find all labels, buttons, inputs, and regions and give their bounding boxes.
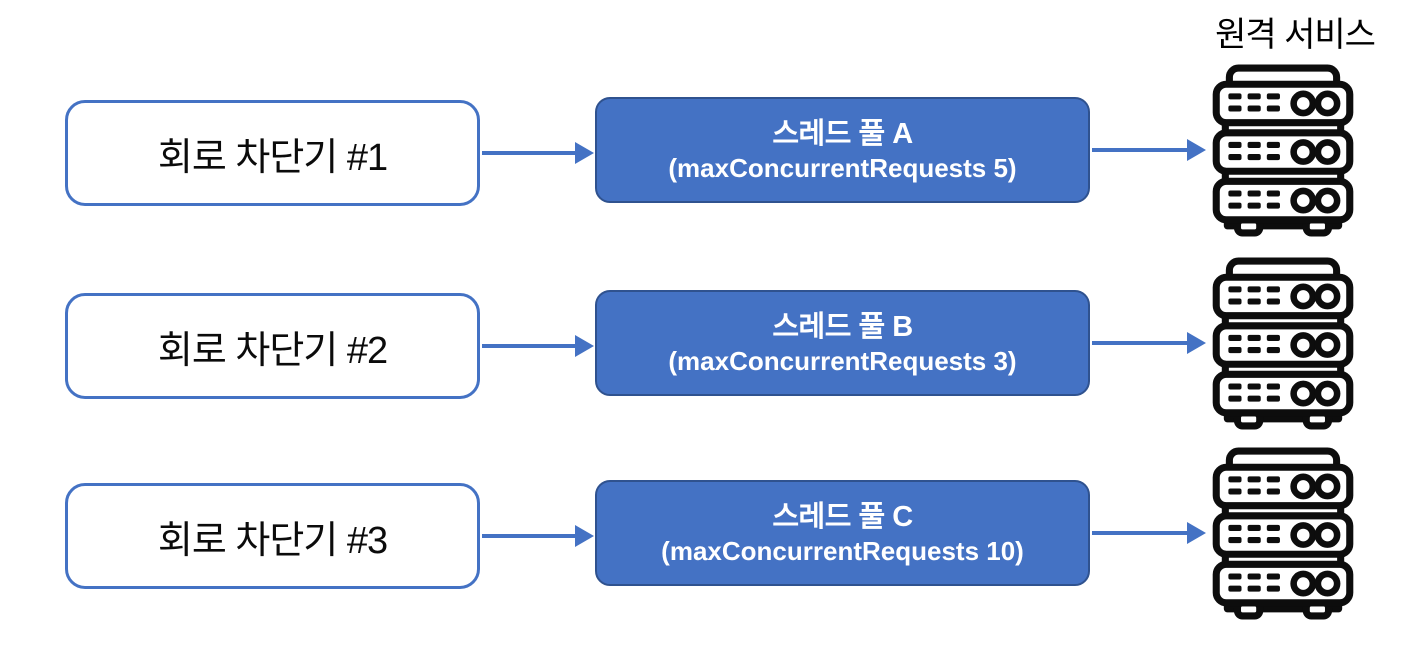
arrow-right-icon	[1187, 522, 1206, 544]
arrow-breaker-to-pool-3	[482, 525, 594, 547]
arrow-right-icon	[575, 335, 594, 357]
remote-service-label: 원격 서비스	[1215, 16, 1376, 54]
arrow-shaft	[482, 151, 578, 155]
arrow-shaft	[482, 344, 578, 348]
thread-pool-box-c: 스레드 풀 C (maxConcurrentRequests 10)	[595, 480, 1090, 586]
arrow-shaft	[1092, 531, 1190, 535]
thread-pool-config: (maxConcurrentRequests 3)	[668, 346, 1017, 376]
arrow-right-icon	[575, 525, 594, 547]
arrow-pool-to-service-1	[1092, 139, 1206, 161]
arrow-shaft	[482, 534, 578, 538]
arrow-shaft	[1092, 148, 1190, 152]
circuit-breaker-box-3: 회로 차단기 #3	[65, 483, 480, 589]
arrow-breaker-to-pool-2	[482, 335, 594, 357]
thread-pool-box-b: 스레드 풀 B (maxConcurrentRequests 3)	[595, 290, 1090, 396]
circuit-breaker-label: 회로 차단기 #1	[157, 136, 388, 179]
thread-pool-config: (maxConcurrentRequests 5)	[668, 153, 1017, 183]
server-rack-icon	[1212, 64, 1354, 238]
arrow-pool-to-service-2	[1092, 332, 1206, 354]
circuit-breaker-box-1: 회로 차단기 #1	[65, 100, 480, 206]
arrow-right-icon	[575, 142, 594, 164]
thread-pool-name: 스레드 풀 B	[772, 311, 913, 343]
thread-pool-config: (maxConcurrentRequests 10)	[661, 536, 1024, 566]
arrow-shaft	[1092, 341, 1190, 345]
circuit-breaker-label: 회로 차단기 #3	[157, 519, 388, 562]
circuit-breaker-label: 회로 차단기 #2	[157, 329, 388, 372]
thread-pool-box-a: 스레드 풀 A (maxConcurrentRequests 5)	[595, 97, 1090, 203]
thread-pool-name: 스레드 풀 C	[772, 501, 913, 533]
server-rack-icon	[1212, 257, 1354, 431]
arrow-right-icon	[1187, 332, 1206, 354]
arrow-breaker-to-pool-1	[482, 142, 594, 164]
thread-pool-name: 스레드 풀 A	[772, 118, 913, 150]
arrow-right-icon	[1187, 139, 1206, 161]
arrow-pool-to-service-3	[1092, 522, 1206, 544]
circuit-breaker-box-2: 회로 차단기 #2	[65, 293, 480, 399]
server-rack-icon	[1212, 447, 1354, 621]
